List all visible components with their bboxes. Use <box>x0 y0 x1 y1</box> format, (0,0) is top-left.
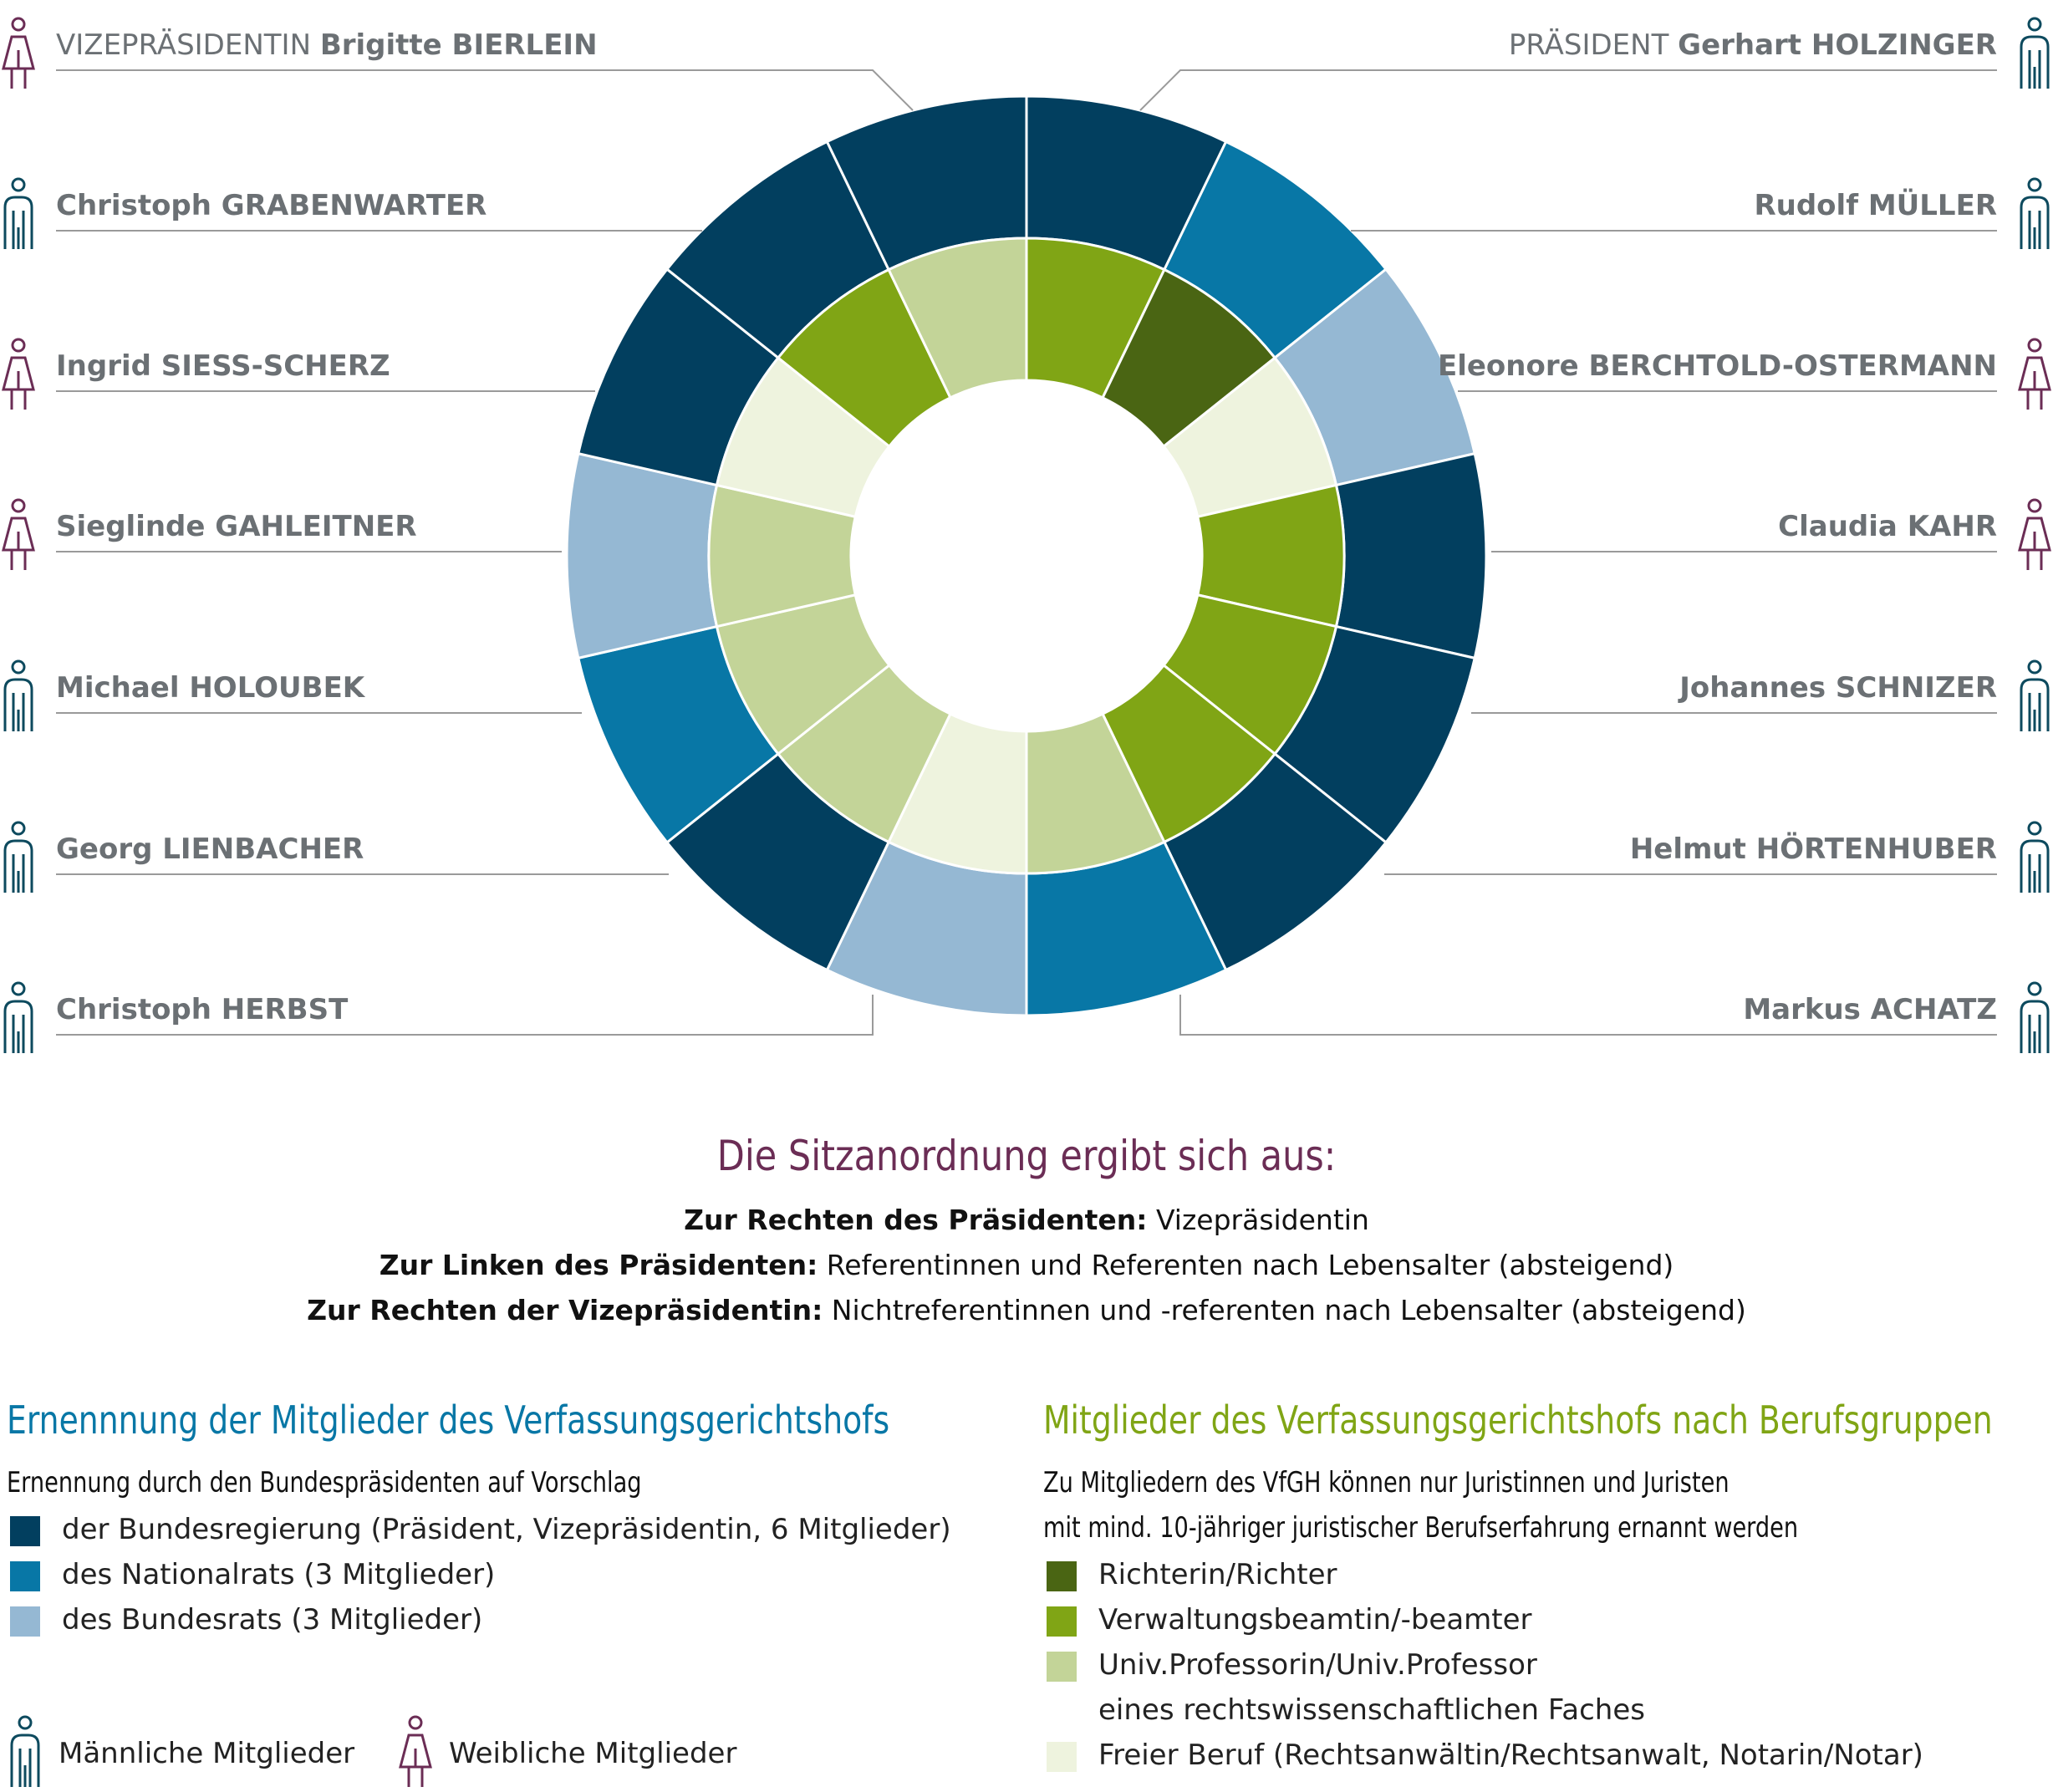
outer-segment-bundesrat <box>565 451 719 660</box>
member-name: Sieglinde GAHLEITNER <box>56 510 417 543</box>
legend-label: des Bundesrats (3 Mitglieder) <box>62 1603 483 1637</box>
member-name: Claudia KAHR <box>1778 510 1997 543</box>
leader-line-left-6 <box>56 995 874 1036</box>
legend-label: der Bundesregierung (Präsident, Vizepräs… <box>62 1513 951 1546</box>
legend-label: Verwaltungsbeamtin/-beamter <box>1098 1603 1532 1637</box>
member-left-4: Michael HOLOUBEK <box>0 659 1026 731</box>
member-name: Christoph GRABENWARTER <box>56 189 487 222</box>
member-right-4: Johannes SCHNIZER <box>1026 659 2053 731</box>
member-left-3: Sieglinde GAHLEITNER <box>0 498 1026 570</box>
leader-line-right-0 <box>1139 69 1997 111</box>
female-person-icon <box>0 498 37 575</box>
member-name: Helmut HÖRTENHUBER <box>1629 832 1997 866</box>
member-name: Rudolf MÜLLER <box>1754 189 1997 222</box>
member-left-2: Ingrid SIESS-SCHERZ <box>0 338 1026 410</box>
legend-swatch <box>1047 1742 1077 1772</box>
member-left-0: VIZEPRÄSIDENTIN Brigitte BIERLEIN <box>0 17 1026 89</box>
outer-segment-regierung <box>1334 451 1488 660</box>
seating-ring-chart <box>56 69 1997 1036</box>
legend-swatch <box>1047 1561 1077 1591</box>
professions-subtitle-2: mit mind. 10-jähriger juristischer Beruf… <box>1043 1511 1799 1545</box>
legend-label-2: eines rechtswissenschaftlichen Faches <box>1098 1693 1645 1727</box>
member-right-2: Eleonore BERCHTOLD-OSTERMANN <box>1026 338 2053 410</box>
male-person-icon <box>2016 821 2053 898</box>
female-person-icon <box>2016 498 2053 575</box>
member-name: Georg LIENBACHER <box>56 832 364 866</box>
member-right-5: Helmut HÖRTENHUBER <box>1026 821 2053 893</box>
member-left-6: Christoph HERBST <box>0 981 1026 1053</box>
member-name: PRÄSIDENT Gerhart HOLZINGER <box>1508 28 1997 62</box>
member-right-3: Claudia KAHR <box>1026 498 2053 570</box>
legend-swatch <box>10 1606 40 1637</box>
appointment-title: Ernennnung der Mitglieder des Verfassung… <box>7 1397 890 1443</box>
member-name: Ingrid SIESS-SCHERZ <box>56 349 390 383</box>
male-person-icon <box>2016 659 2053 736</box>
member-right-6: Markus ACHATZ <box>1026 981 2053 1053</box>
appointment-subtitle: Ernennung durch den Bundespräsidenten au… <box>7 1466 642 1499</box>
member-right-0: PRÄSIDENT Gerhart HOLZINGER <box>1026 17 2053 89</box>
member-name: Michael HOLOUBEK <box>56 671 365 705</box>
seating-title: Die Sitzanordnung ergibt sich aus: <box>716 1132 1337 1180</box>
leader-line-right-6 <box>1179 995 1997 1036</box>
legend-swatch <box>1047 1606 1077 1637</box>
member-name: Markus ACHATZ <box>1743 993 1997 1026</box>
male-person-icon <box>0 821 37 898</box>
male-person-icon <box>2016 981 2053 1058</box>
member-title: PRÄSIDENT <box>1508 28 1669 62</box>
female-person-icon <box>0 17 37 94</box>
seating-rule-2: Zur Linken des Präsidenten: Referentinne… <box>379 1249 1674 1281</box>
member-name: Christoph HERBST <box>56 993 349 1026</box>
male-person-icon <box>2016 17 2053 94</box>
female-person-icon <box>0 338 37 415</box>
member-name: VIZEPRÄSIDENTIN Brigitte BIERLEIN <box>56 28 598 62</box>
leader-line-left-0 <box>56 69 914 111</box>
legend-label: des Nationalrats (3 Mitglieder) <box>62 1558 496 1591</box>
female-legend-label: Weibliche Mitglieder <box>449 1737 737 1770</box>
seating-rule-1: Zur Rechten des Präsidenten: Vizepräside… <box>684 1204 1369 1236</box>
male-person-icon <box>2016 177 2053 254</box>
male-legend-label: Männliche Mitglieder <box>59 1737 355 1770</box>
male-person-icon <box>0 177 37 254</box>
member-name: Johannes SCHNIZER <box>1679 671 1997 705</box>
member-right-1: Rudolf MÜLLER <box>1026 177 2053 249</box>
legend-swatch <box>10 1516 40 1546</box>
legend-label: Univ.Professorin/Univ.Professor <box>1098 1648 1537 1682</box>
male-person-icon <box>0 659 37 736</box>
professions-title: Mitglieder des Verfassungsgerichtshofs n… <box>1043 1397 1993 1443</box>
male-person-icon <box>7 1715 43 1792</box>
female-person-icon <box>397 1715 434 1792</box>
legend-swatch <box>10 1561 40 1591</box>
female-person-icon <box>2016 338 2053 415</box>
member-left-5: Georg LIENBACHER <box>0 821 1026 893</box>
seating-rule-3: Zur Rechten der Vizepräsidentin: Nichtre… <box>307 1294 1746 1326</box>
male-person-icon <box>0 981 37 1058</box>
legend-label: Richterin/Richter <box>1098 1558 1337 1591</box>
member-title: VIZEPRÄSIDENTIN <box>56 28 312 62</box>
legend-label: Freier Beruf (Rechtsanwältin/Rechtsanwal… <box>1098 1739 1923 1772</box>
member-left-1: Christoph GRABENWARTER <box>0 177 1026 249</box>
inner-segment-univ <box>887 237 1028 400</box>
legend-swatch <box>1047 1652 1077 1682</box>
professions-subtitle-1: Zu Mitgliedern des VfGH können nur Juris… <box>1043 1466 1730 1499</box>
member-name: Eleonore BERCHTOLD-OSTERMANN <box>1437 349 1997 383</box>
